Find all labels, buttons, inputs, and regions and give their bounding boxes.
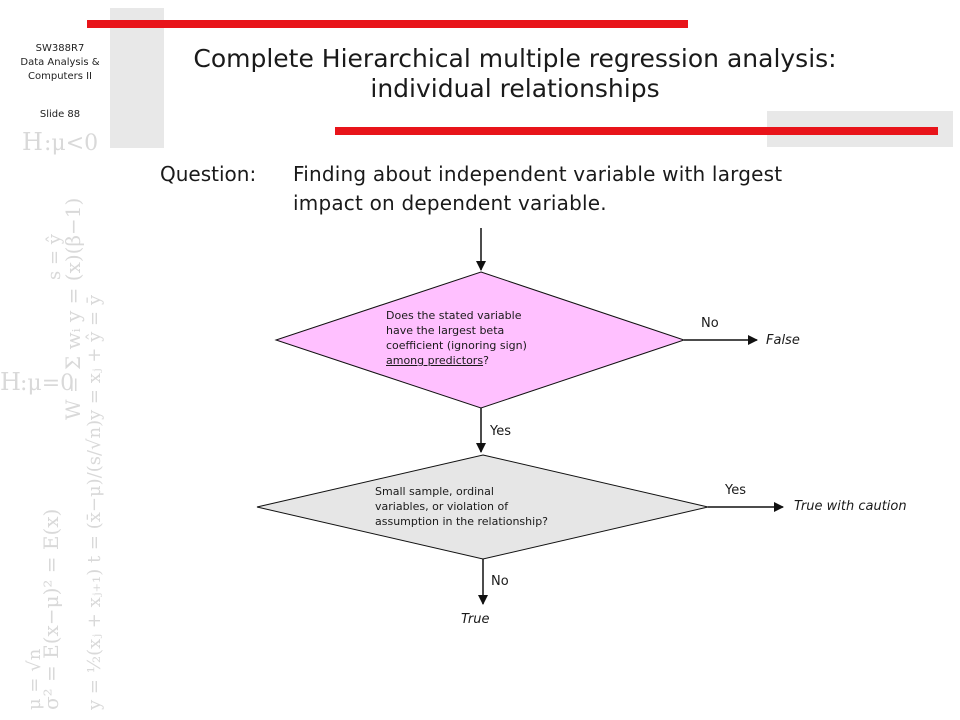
decision1-line2: have the largest beta: [386, 324, 505, 337]
decorative-red-bar-top: [87, 20, 688, 28]
decision2-line1: Small sample, ordinal: [375, 485, 494, 498]
formula-watermark: H :μ<0 H :μ=0 σ² = E(x−μ)² = E(x) y = ½(…: [0, 120, 110, 720]
course-name-line2: Computers II: [28, 71, 92, 82]
question-text-line2: impact on dependent variable.: [293, 191, 607, 215]
outcome-true-with-caution: True with caution: [794, 499, 907, 514]
decorative-red-bar-bottom: [335, 127, 938, 135]
decision2-text: Small sample, ordinal variables, or viol…: [375, 484, 605, 529]
outcome-false: False: [766, 333, 800, 348]
decision1-underlined-phrase: among predictors: [386, 354, 484, 367]
svg-text:μ = √n: μ = √n: [24, 648, 45, 710]
decision1-no-label: No: [701, 316, 719, 331]
svg-text:s = ŷ: s = ŷ: [44, 233, 65, 280]
svg-text:W = Σ wᵢ y = (x)(β−1): W = Σ wᵢ y = (x)(β−1): [61, 198, 85, 420]
decorative-gray-block-left: [110, 8, 164, 148]
course-code: SW388R7: [35, 43, 85, 54]
decision2-yes-label: Yes: [725, 483, 746, 498]
course-name-line1: Data Analysis &: [20, 57, 100, 68]
decision1-line1: Does the stated variable: [386, 309, 522, 322]
slide-title-line2: individual relationships: [370, 74, 660, 103]
decision2-no-label: No: [491, 574, 509, 589]
svg-text::μ<0: :μ<0: [44, 131, 98, 156]
formula-watermark-graphic: H :μ<0 H :μ=0 σ² = E(x−μ)² = E(x) y = ½(…: [0, 128, 105, 711]
decision1-yes-label: Yes: [490, 424, 511, 439]
slide-number: Slide 88: [39, 109, 81, 120]
decision1-text: Does the stated variable have the larges…: [386, 308, 576, 368]
svg-text:H: H: [0, 368, 21, 396]
svg-text:y = ½(xⱼ + xⱼ₊₁) t = (x̄−μ)/(: y = ½(xⱼ + xⱼ₊₁) t = (x̄−μ)/(s/√n): [84, 420, 105, 711]
svg-text::μ=0: :μ=0: [20, 371, 74, 396]
decision1-line4: among predictors?: [386, 353, 576, 368]
decision1-question-mark: ?: [483, 354, 489, 367]
outcome-true: True: [461, 612, 490, 627]
question-text: Finding about independent variable with …: [293, 160, 913, 218]
svg-text:H: H: [22, 128, 43, 156]
decision1-line3: coefficient (ignoring sign): [386, 339, 527, 352]
decision2-line3: assumption in the relationship?: [375, 515, 549, 528]
question-text-line1: Finding about independent variable with …: [293, 162, 783, 186]
svg-text:y = xⱼ + ŷ = ȳ: y = xⱼ + ŷ = ȳ: [84, 294, 105, 421]
decision2-line2: variables, or violation of: [375, 500, 509, 513]
slide-title-line1: Complete Hierarchical multiple regressio…: [193, 44, 837, 73]
svg-text:σ² = E(x−μ)² = E(x): σ² = E(x−μ)² = E(x): [39, 509, 63, 710]
slide-title: Complete Hierarchical multiple regressio…: [120, 44, 910, 104]
question-label: Question:: [160, 162, 257, 186]
